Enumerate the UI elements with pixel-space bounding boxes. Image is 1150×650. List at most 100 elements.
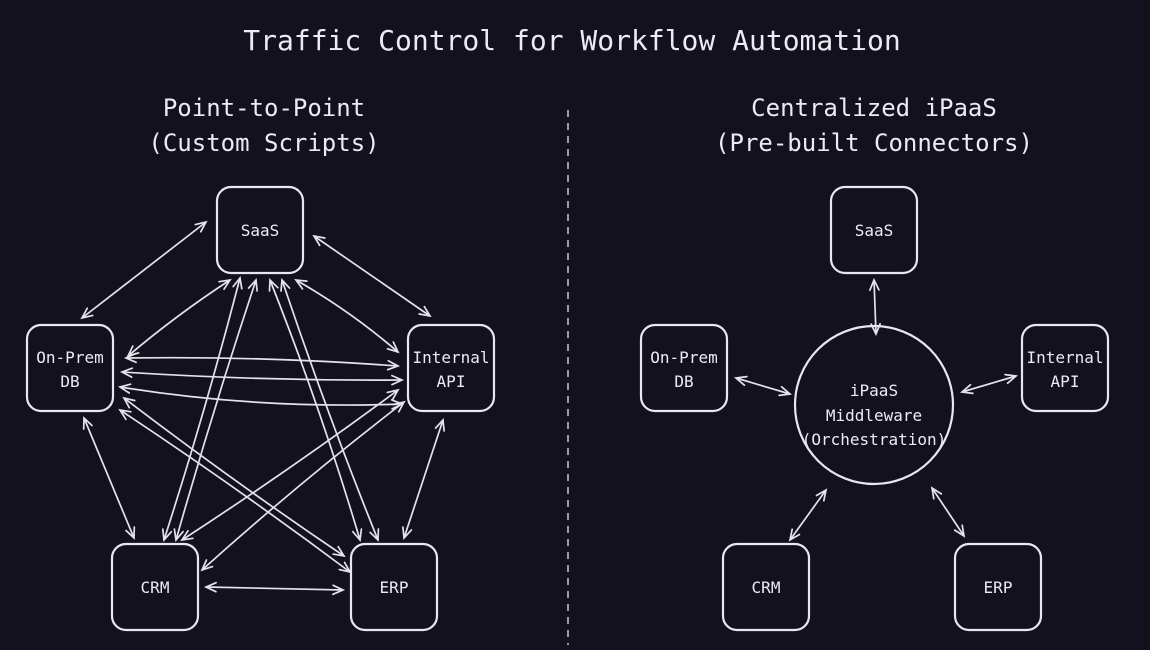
conn-saas-onprem-inner-head-end — [126, 345, 140, 358]
conn-onprem-erp-b — [118, 408, 352, 574]
conn-saas-crm-a-head-end — [161, 528, 173, 542]
conn-crm-erp-line — [205, 586, 344, 591]
right-connections — [733, 277, 1019, 542]
conn-onprem-erp-a-head-start — [122, 396, 136, 409]
conn-saas-crm-a-line — [163, 277, 241, 541]
conn-onprem-crm-head-start — [82, 416, 93, 430]
conn-internal-crm-b-head-end — [200, 559, 214, 572]
conn-saas-crm-a — [161, 275, 243, 542]
conn-saas-erp-a-head-end — [351, 528, 363, 542]
right-node-onprem-label-1: On-Prem — [650, 348, 717, 367]
conn-internal-erp-head-end — [402, 526, 413, 540]
left-heading-line1: Point-to-Point — [163, 94, 365, 122]
hub-label-1: iPaaS — [850, 381, 898, 400]
conn-saas-onprem-head-end — [194, 220, 208, 233]
left-node-erp-label: ERP — [380, 578, 409, 597]
right-node-onprem-label-2: DB — [674, 372, 693, 391]
conn-onprem-internal-c — [117, 383, 405, 410]
left-connections — [80, 220, 445, 596]
conn-crm-erp-head-start — [203, 581, 217, 593]
conn-saas-onprem-inner — [126, 278, 232, 358]
conn-onprem-crm-line — [83, 417, 135, 539]
conn-saas-internal-head-end — [418, 305, 432, 318]
conn-hub-internal-head-start — [1004, 373, 1019, 385]
left-node-internal-label-2: API — [437, 372, 466, 391]
conn-onprem-erp-a-line — [123, 397, 345, 557]
conn-onprem-internal-b — [119, 367, 405, 386]
conn-onprem-erp-b-line — [119, 409, 351, 573]
conn-saas-internal — [312, 234, 432, 318]
conn-saas-onprem-head-start — [80, 307, 94, 320]
conn-onprem-internal-b-line — [121, 371, 403, 381]
conn-internal-crm-a-line — [181, 389, 399, 541]
conn-hub-internal-head-end — [959, 383, 974, 395]
conn-hub-erp-line — [931, 487, 965, 537]
conn-saas-internal-inner-head-end — [386, 341, 400, 354]
conn-onprem-erp-a — [122, 396, 346, 558]
conn-internal-erp — [402, 418, 445, 540]
conn-hub-onprem-head-end — [778, 385, 793, 397]
right-node-internal-label-2: API — [1051, 372, 1080, 391]
conn-internal-crm-a-head-end — [180, 529, 194, 542]
conn-internal-crm-a — [180, 388, 400, 542]
right-node-internal-api: Internal API — [1020, 323, 1110, 413]
conn-saas-crm-b — [173, 278, 258, 542]
conn-hub-onprem-line — [735, 377, 791, 395]
conn-hub-crm-head-end — [815, 488, 828, 502]
conn-hub-internal-line — [961, 375, 1017, 393]
conn-onprem-internal-c-head-start — [117, 383, 132, 394]
right-node-crm-label: CRM — [752, 578, 781, 597]
conn-internal-crm-b-line — [201, 401, 405, 571]
hub-label-3: (Orchestration) — [802, 430, 947, 449]
right-heading-line2: (Pre-built Connectors) — [715, 129, 1033, 157]
right-node-erp: ERP — [953, 542, 1043, 632]
conn-saas-crm-b-line — [175, 279, 257, 541]
right-heading-line1: Centralized iPaaS — [751, 94, 997, 122]
conn-hub-onprem — [733, 375, 793, 397]
conn-hub-saas-line — [873, 279, 877, 335]
conn-saas-erp-b-head-start — [280, 278, 291, 292]
conn-saas-onprem — [80, 220, 208, 320]
right-node-onprem-db: On-Prem DB — [639, 323, 729, 413]
hub-label-2: Middleware — [826, 406, 922, 425]
conn-onprem-erp-b-head-start — [118, 408, 132, 421]
left-node-saas: SaaS — [215, 185, 305, 275]
conn-hub-erp-head-end — [930, 486, 943, 500]
conn-onprem-erp-a-head-end — [332, 545, 346, 558]
conn-hub-internal — [959, 373, 1019, 395]
conn-saas-erp-a-head-start — [268, 278, 279, 292]
left-node-internal-label-1: Internal — [412, 348, 489, 367]
right-node-saas: SaaS — [829, 185, 919, 275]
conn-onprem-crm-head-end — [125, 526, 136, 540]
left-node-saas-label: SaaS — [241, 221, 280, 240]
conn-saas-crm-a-head-start — [232, 275, 243, 290]
conn-saas-erp-a-line — [269, 279, 361, 541]
left-node-internal-api: Internal API — [406, 323, 496, 413]
right-node-internal-label-1: Internal — [1026, 348, 1103, 367]
right-node-crm: CRM — [721, 542, 811, 632]
conn-saas-internal-inner-head-start — [294, 278, 308, 290]
conn-onprem-internal-a-head-end — [386, 359, 401, 371]
conn-saas-internal-line — [313, 235, 431, 317]
conn-saas-erp-b — [280, 278, 380, 542]
conn-saas-internal-inner — [294, 278, 400, 354]
conn-saas-onprem-line — [81, 221, 207, 319]
conn-saas-internal-inner-line — [295, 279, 399, 353]
left-node-onprem-label-1: On-Prem — [36, 348, 103, 367]
conn-hub-crm-head-start — [788, 528, 801, 542]
conn-saas-internal-head-start — [312, 234, 326, 247]
left-node-crm-label: CRM — [141, 578, 170, 597]
conn-crm-erp-head-end — [332, 584, 346, 596]
conn-crm-erp — [203, 581, 346, 596]
conn-internal-crm-b — [200, 400, 406, 572]
right-node-erp-label: ERP — [984, 578, 1013, 597]
conn-hub-saas-head-start — [869, 277, 880, 292]
hub-ipaas-middleware: iPaaS Middleware (Orchestration) — [793, 324, 955, 486]
conn-internal-crm-b-head-start — [392, 400, 406, 413]
conn-hub-crm-line — [789, 489, 827, 541]
conn-saas-erp-b-line — [281, 279, 379, 541]
conn-hub-onprem-head-start — [733, 375, 748, 387]
conn-saas-crm-b-head-start — [247, 278, 258, 292]
